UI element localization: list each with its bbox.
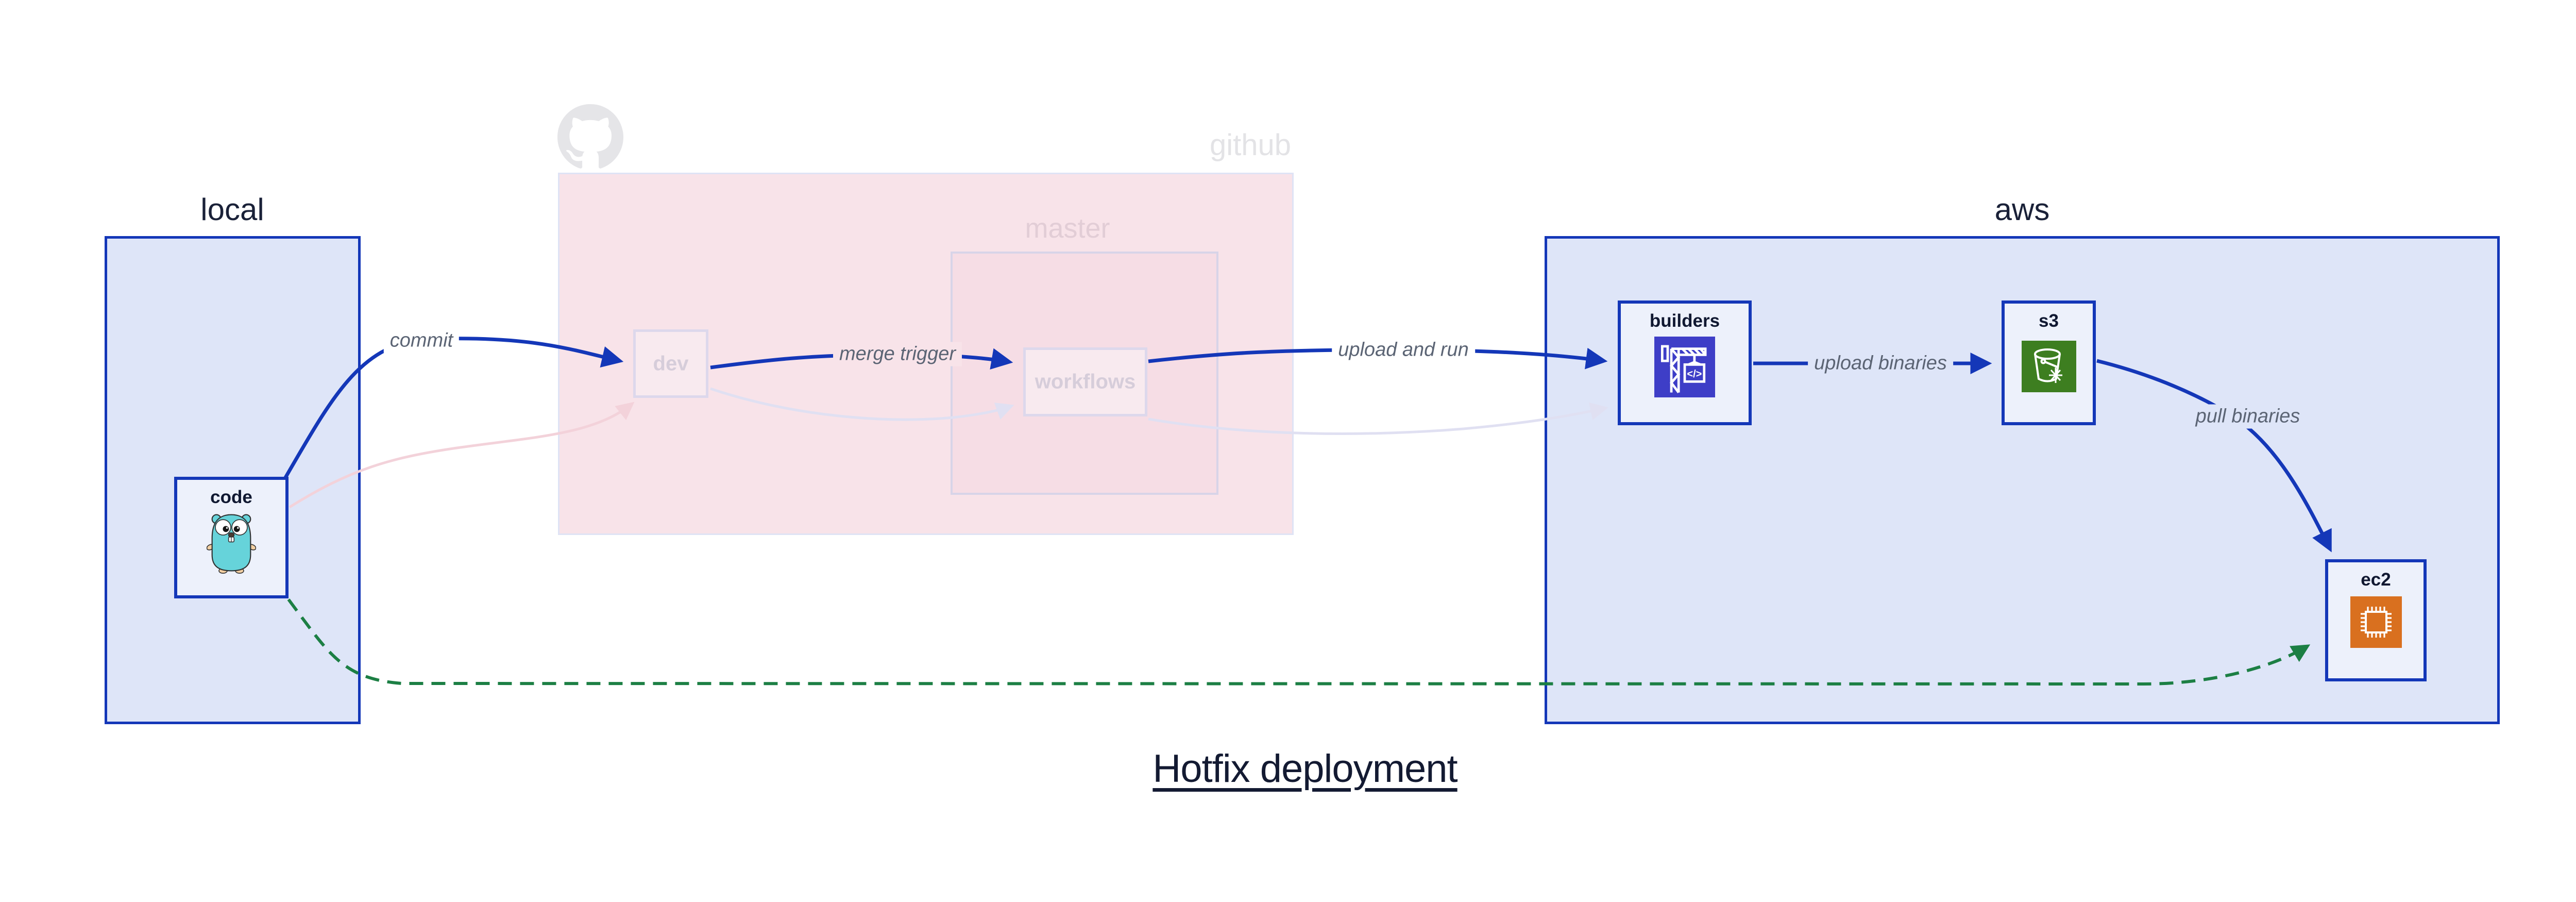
- zone-local-label: local: [200, 192, 264, 227]
- node-workflows-label: workflows: [1035, 370, 1136, 393]
- node-code: code: [174, 477, 289, 598]
- node-ec2: ec2: [2325, 559, 2427, 681]
- github-logo-icon: [557, 104, 623, 169]
- node-dev: dev: [633, 329, 708, 398]
- edge-commit-label: commit: [383, 328, 460, 353]
- node-s3: s3: [2002, 300, 2096, 425]
- node-dev-label: dev: [653, 352, 689, 375]
- edge-upload-and-run-label: upload and run: [1332, 338, 1475, 362]
- node-ec2-label: ec2: [2361, 570, 2391, 590]
- edge-pull-binaries-label: pull binaries: [2189, 404, 2307, 429]
- ec2-chip-icon: [2350, 596, 2402, 648]
- s3-glacier-bucket-icon: [2021, 341, 2076, 392]
- node-builders-label: builders: [1649, 311, 1720, 331]
- node-s3-label: s3: [2039, 311, 2059, 331]
- zone-github-label: github: [1209, 128, 1292, 162]
- zone-aws-label: aws: [1994, 192, 2050, 227]
- zone-master-label: master: [1025, 213, 1110, 244]
- node-workflows: workflows: [1023, 347, 1147, 416]
- edge-merge-trigger-label: merge trigger: [833, 342, 962, 366]
- edge-upload-binaries-label: upload binaries: [1808, 351, 1953, 376]
- page-title: Hotfix deployment: [1153, 747, 1458, 791]
- node-builders: builders </>: [1618, 300, 1752, 425]
- go-gopher-icon: [207, 514, 256, 574]
- node-code-label: code: [210, 487, 252, 507]
- svg-text:</>: </>: [1687, 369, 1702, 380]
- codebuild-crane-icon: </>: [1654, 337, 1715, 397]
